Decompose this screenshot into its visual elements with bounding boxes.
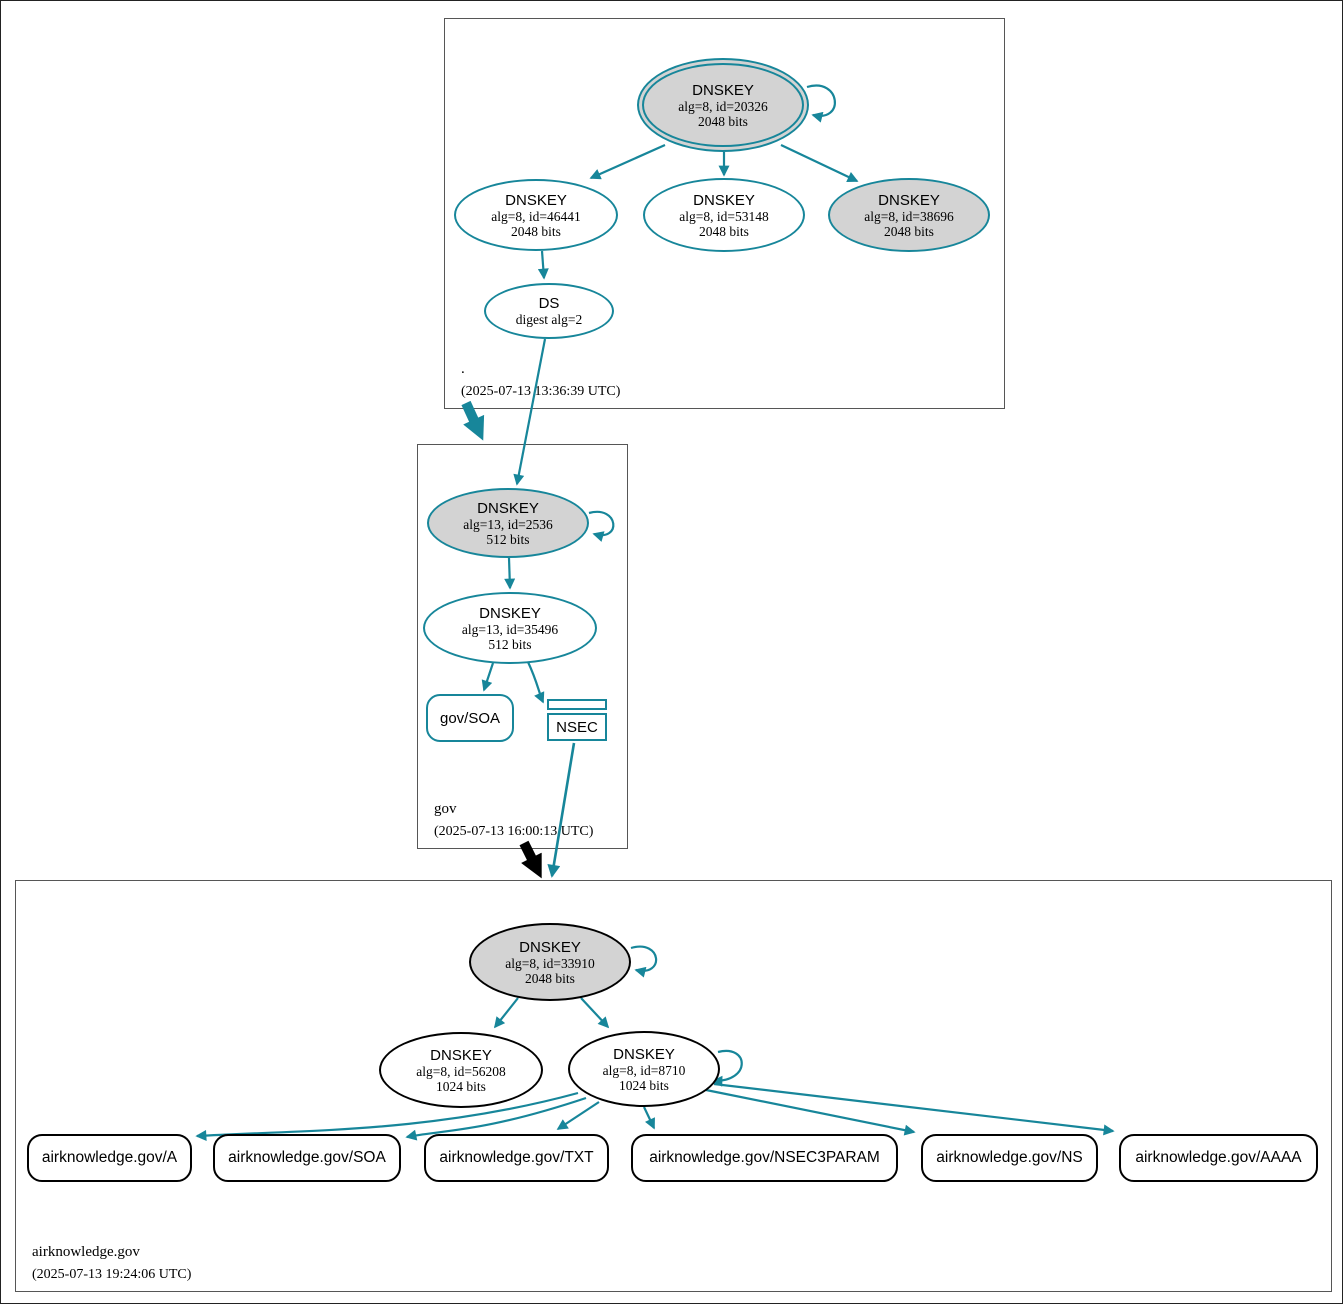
node-detail: digest alg=2 (515, 312, 583, 327)
node-title: DNSKEY (692, 81, 754, 99)
node-title: DNSKEY (505, 191, 567, 209)
rrset-label: gov/SOA (439, 709, 501, 727)
ds-node-gov[interactable]: DS digest alg=2 (484, 283, 614, 339)
dnskey-node-root-zsk-46441[interactable]: DNSKEY alg=8, id=46441 2048 bits (454, 179, 618, 251)
node-title: DNSKEY (878, 191, 940, 209)
rrset-node-gov-soa[interactable]: gov/SOA (426, 694, 514, 742)
rrset-node-air-aaaa[interactable]: airknowledge.gov/AAAA (1119, 1134, 1318, 1182)
node-title: DNSKEY (693, 191, 755, 209)
rrset-node-air-ns[interactable]: airknowledge.gov/NS (921, 1134, 1098, 1182)
node-bits: 2048 bits (511, 223, 561, 239)
zone-box-airknowledge-gov: airknowledge.gov (2025-07-13 19:24:06 UT… (15, 880, 1332, 1292)
node-bits: 512 bits (486, 531, 530, 547)
dnskey-node-root-zsk-53148[interactable]: DNSKEY alg=8, id=53148 2048 bits (643, 178, 805, 252)
nsec-label-cell: NSEC (547, 713, 607, 741)
dnskey-node-root-zsk-38696[interactable]: DNSKEY alg=8, id=38696 2048 bits (828, 178, 990, 252)
node-title: DS (538, 295, 560, 312)
node-detail: alg=8, id=56208 (416, 1063, 506, 1079)
rrset-label: airknowledge.gov/TXT (439, 1149, 594, 1166)
zone-timestamp-root: (2025-07-13 13:36:39 UTC) (461, 384, 621, 399)
dnskey-node-gov-zsk-35496[interactable]: DNSKEY alg=13, id=35496 512 bits (423, 592, 597, 664)
zone-name-airknowledge-gov: airknowledge.gov (32, 1244, 140, 1260)
node-detail: alg=13, id=35496 (461, 621, 559, 637)
node-bits: 512 bits (488, 636, 532, 652)
node-title: DNSKEY (477, 499, 539, 517)
rrset-label: airknowledge.gov/NSEC3PARAM (649, 1149, 880, 1166)
rrset-node-air-a[interactable]: airknowledge.gov/A (27, 1134, 192, 1182)
node-title: DNSKEY (519, 938, 581, 956)
node-detail: alg=8, id=53148 (679, 208, 769, 224)
nsec-node-gov[interactable]: NSEC (547, 699, 607, 741)
node-bits: 2048 bits (698, 113, 748, 129)
zone-name-gov: gov (434, 801, 457, 817)
nsec-top-cell (547, 699, 607, 710)
rrset-node-air-txt[interactable]: airknowledge.gov/TXT (424, 1134, 609, 1182)
node-title: DNSKEY (479, 604, 541, 622)
rrset-label: airknowledge.gov/SOA (228, 1149, 386, 1166)
dnskey-node-air-zsk-8710[interactable]: DNSKEY alg=8, id=8710 1024 bits (568, 1031, 720, 1107)
node-title: DNSKEY (613, 1045, 675, 1063)
rrset-label: airknowledge.gov/NS (936, 1149, 1083, 1166)
node-bits: 2048 bits (699, 223, 749, 239)
node-detail: alg=8, id=33910 (505, 955, 595, 971)
rrset-node-air-nsec3param[interactable]: airknowledge.gov/NSEC3PARAM (631, 1134, 898, 1182)
dnskey-node-gov-ksk-2536[interactable]: DNSKEY alg=13, id=2536 512 bits (427, 488, 589, 558)
node-detail: alg=8, id=38696 (864, 208, 954, 224)
zone-timestamp-gov: (2025-07-13 16:00:13 UTC) (434, 824, 594, 839)
dnskey-node-root-ksk-20326[interactable]: DNSKEY alg=8, id=20326 2048 bits (637, 58, 809, 152)
node-bits: 1024 bits (619, 1077, 669, 1093)
node-detail: alg=8, id=20326 (678, 98, 768, 114)
node-bits: 2048 bits (525, 970, 575, 986)
zone-timestamp-airknowledge-gov: (2025-07-13 19:24:06 UTC) (32, 1267, 192, 1282)
node-detail: alg=13, id=2536 (463, 516, 553, 532)
rrset-label: airknowledge.gov/AAAA (1135, 1149, 1302, 1166)
node-title: DNSKEY (430, 1046, 492, 1064)
rrset-label: airknowledge.gov/A (41, 1149, 178, 1166)
nsec-label: NSEC (556, 718, 598, 736)
zone-name-root: . (461, 361, 465, 377)
node-bits: 2048 bits (884, 223, 934, 239)
node-bits: 1024 bits (436, 1078, 486, 1094)
dnskey-node-air-zsk-56208[interactable]: DNSKEY alg=8, id=56208 1024 bits (379, 1032, 543, 1108)
node-detail: alg=8, id=46441 (491, 208, 581, 224)
rrset-node-air-soa[interactable]: airknowledge.gov/SOA (213, 1134, 401, 1182)
node-detail: alg=8, id=8710 (602, 1062, 686, 1078)
dnskey-node-air-ksk-33910[interactable]: DNSKEY alg=8, id=33910 2048 bits (469, 923, 631, 1001)
